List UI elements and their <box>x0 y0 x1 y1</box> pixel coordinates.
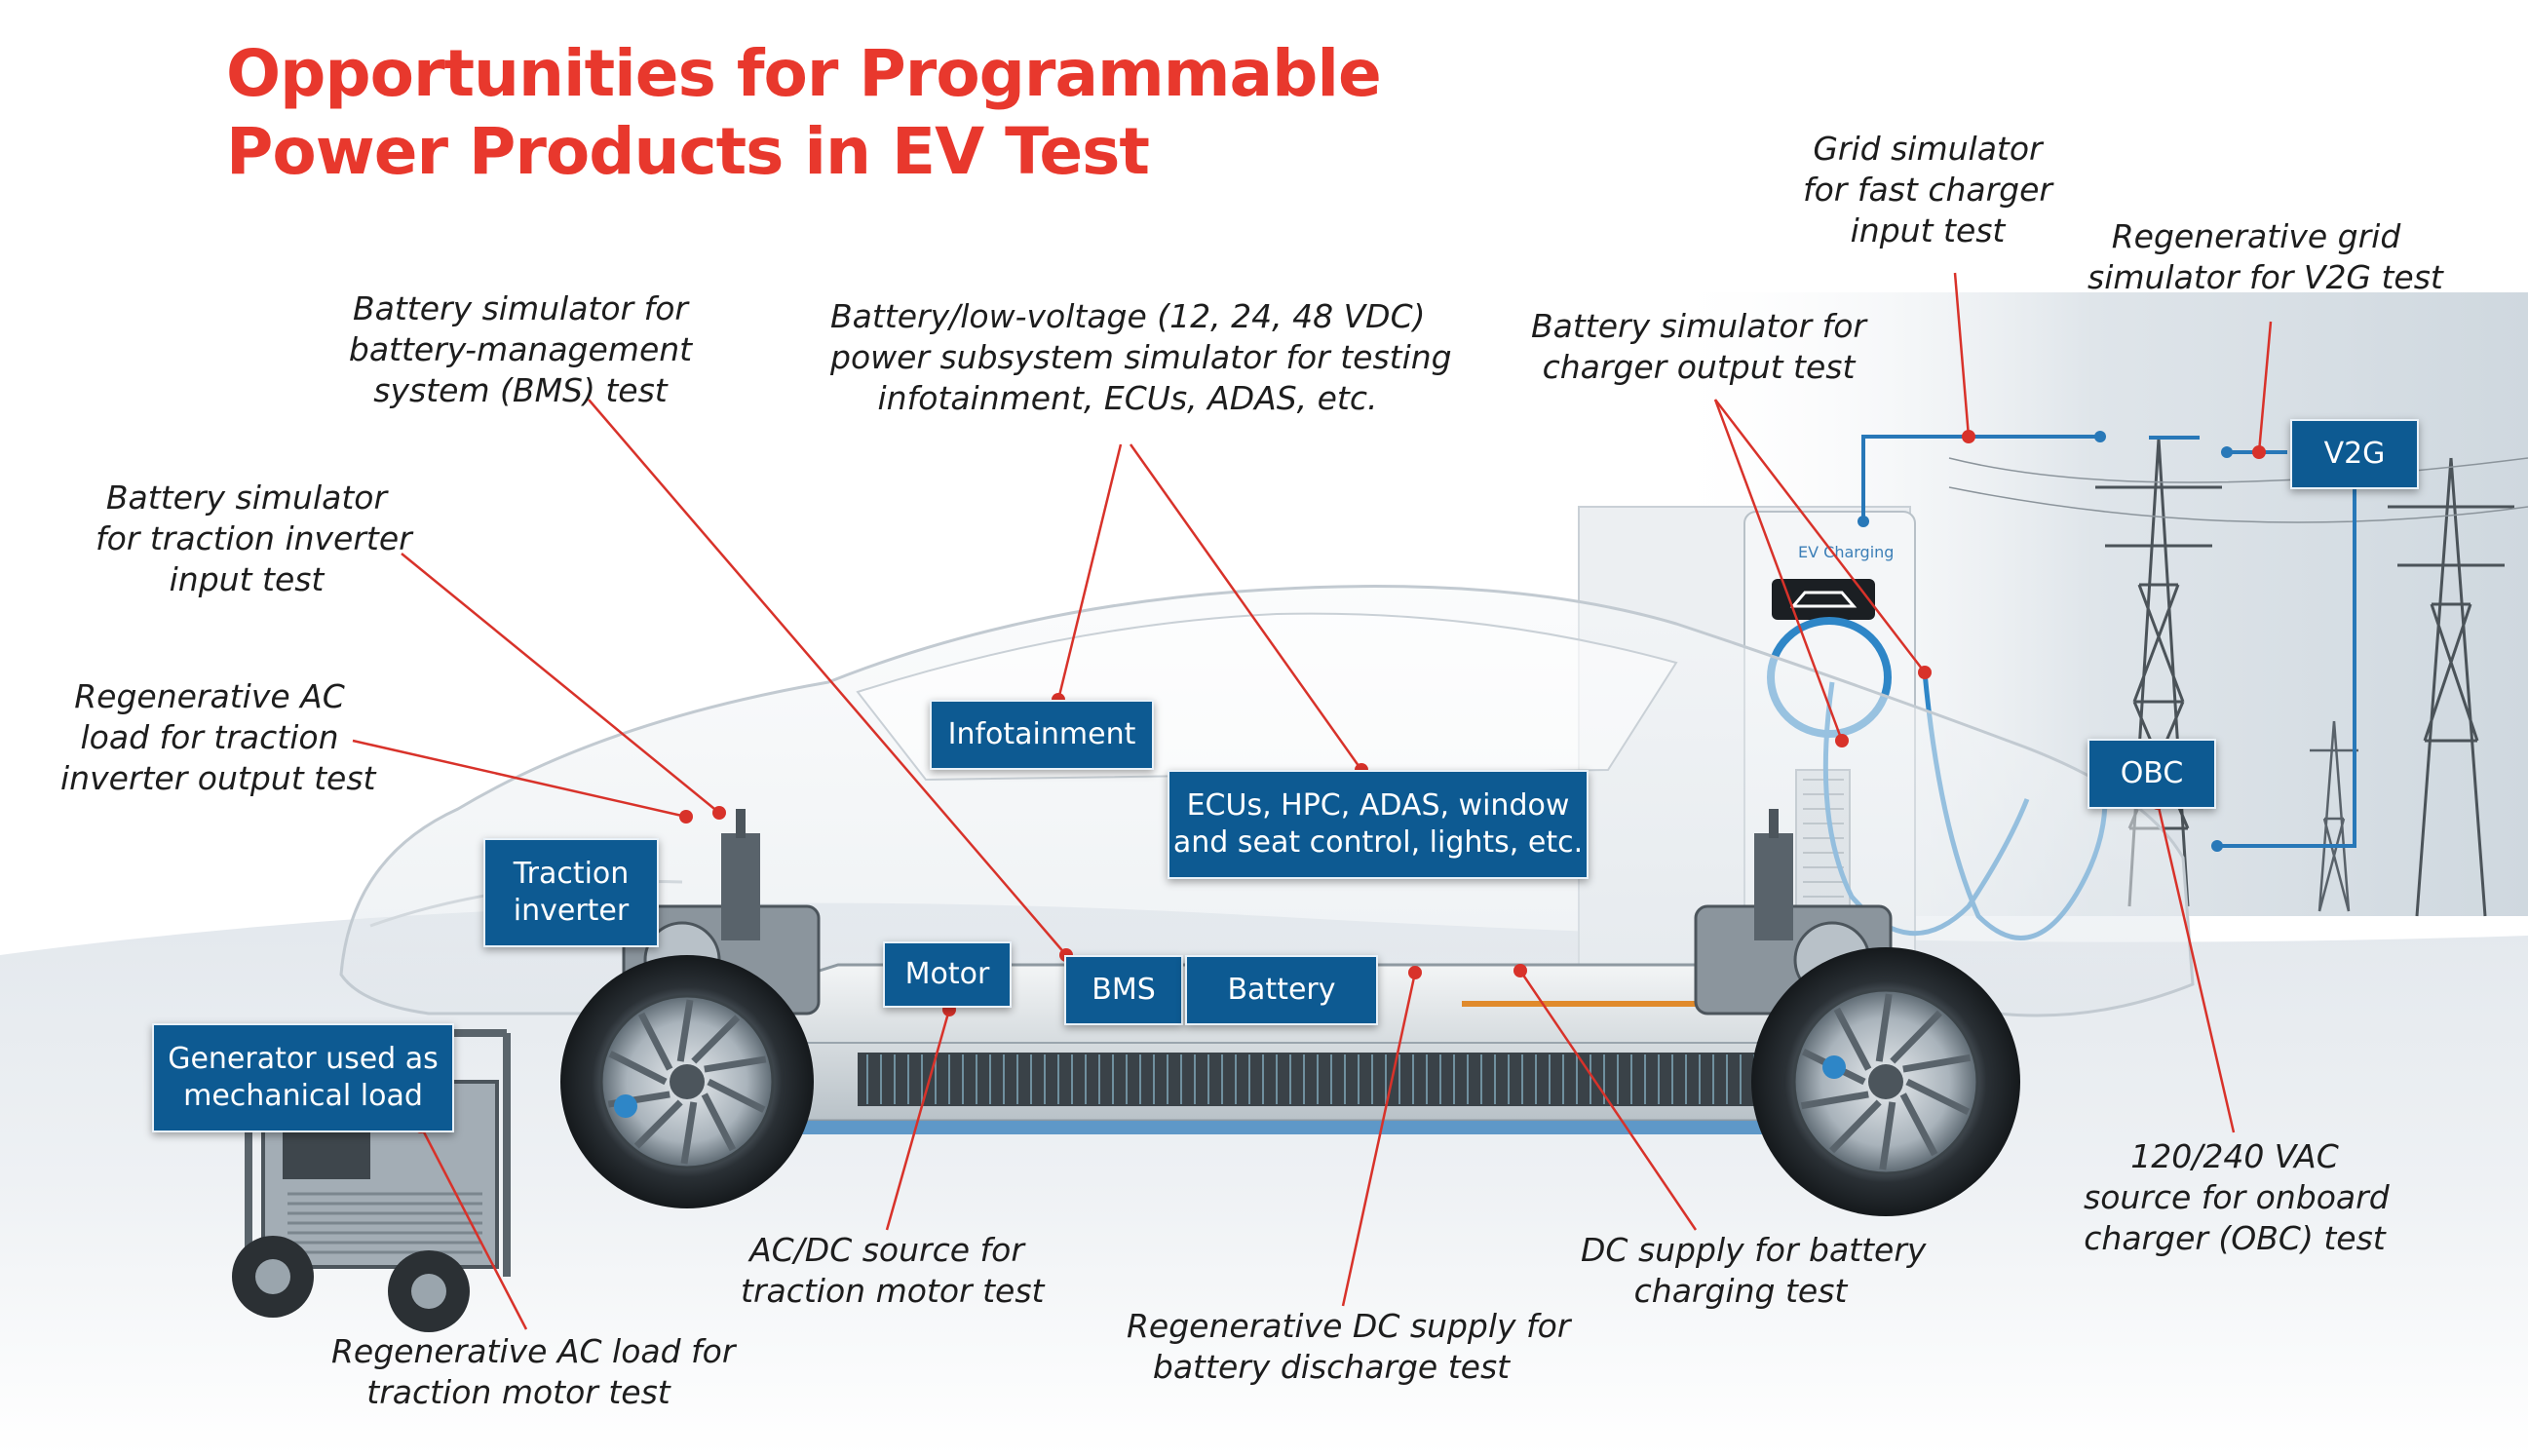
leader-line <box>419 1126 528 1330</box>
leader-dot <box>1835 734 1849 747</box>
leader-line <box>352 739 687 819</box>
charger-brand: EV Charging <box>1798 543 1894 561</box>
leader-line <box>1518 970 1698 1231</box>
leader-line <box>1713 399 1844 742</box>
leader-line <box>2156 802 2236 1133</box>
page-title: Opportunities for Programmable Power Pro… <box>226 35 1382 191</box>
leader-dot <box>1918 666 1932 679</box>
box-battery: Battery <box>1185 955 1378 1025</box>
power-tower-icon <box>2310 720 2358 912</box>
box-obc: OBC <box>2088 739 2216 809</box>
leader-line <box>1714 399 1926 673</box>
box-motor: Motor <box>883 941 1012 1008</box>
title-line-2: Power Products in EV Test <box>226 114 1150 189</box>
box-bms: BMS <box>1064 955 1183 1025</box>
rear-wheel <box>1751 947 2020 1216</box>
leader-line <box>1953 272 1971 438</box>
leader-dot <box>1408 966 1422 979</box>
front-wheel <box>560 955 814 1208</box>
leader-dot <box>679 810 693 824</box>
leader-dot <box>1962 430 1975 443</box>
leader-line <box>401 553 720 814</box>
leader-line <box>2257 321 2273 453</box>
leader-line <box>885 1009 951 1231</box>
leader-line <box>1056 443 1123 701</box>
leader-line <box>588 399 1067 956</box>
power-tower-icon <box>2388 457 2514 917</box>
title-line-1: Opportunities for Programmable <box>226 36 1382 111</box>
leader-dot <box>1513 964 1527 977</box>
leader-lines <box>352 272 2273 1330</box>
leader-dot <box>712 806 726 820</box>
callout-low-voltage-simulator: Battery/low-voltage (12, 24, 48 VDC)powe… <box>830 297 1452 417</box>
leader-line <box>1341 972 1417 1307</box>
box-v2g: V2G <box>2290 419 2419 489</box>
leader-dot <box>2252 445 2266 459</box>
leader-line <box>1129 443 1363 771</box>
grid-wire-dots <box>1858 431 2233 852</box>
box-infotainment: Infotainment <box>930 700 1154 770</box>
